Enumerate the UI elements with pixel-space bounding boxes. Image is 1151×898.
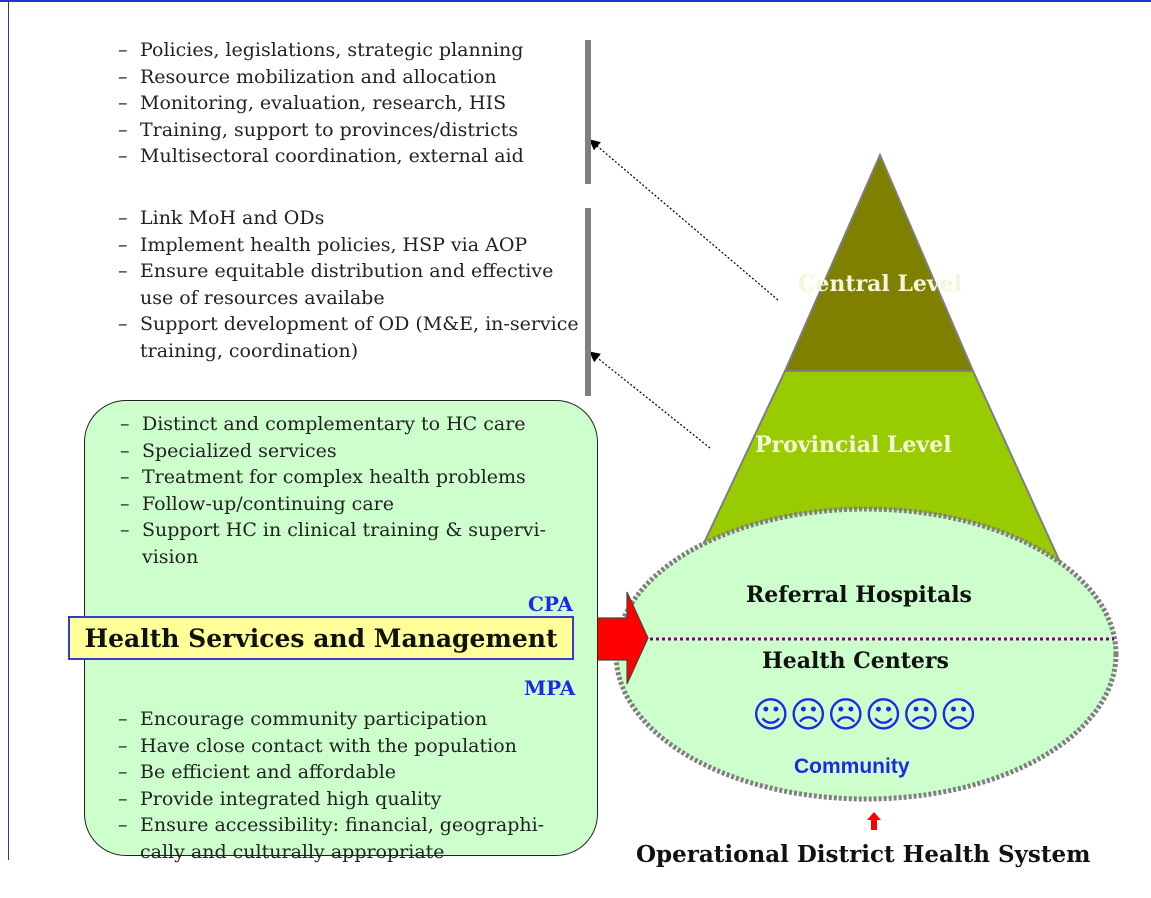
central-level-label: Central Level xyxy=(790,268,970,300)
list-item: Be efficient and affordable xyxy=(118,759,588,786)
provincial-pointer-arrow xyxy=(589,351,711,449)
referral-hospitals-label: Referral Hospitals xyxy=(746,582,972,608)
list-item: Have close contact with the population xyxy=(118,733,588,760)
list-item: Support HC in clinical training & superv… xyxy=(120,517,590,570)
provincial-functions-list: Link MoH and ODs Implement health polici… xyxy=(118,205,580,364)
health-centers-label: Health Centers xyxy=(762,648,949,674)
health-services-label: Health Services and Management xyxy=(68,616,574,660)
small-red-arrow xyxy=(867,812,881,830)
list-item: Ensure equitable distribution and effect… xyxy=(118,258,580,311)
list-item: Link MoH and ODs xyxy=(118,205,580,232)
list-item: Provide integrated high quality xyxy=(118,786,588,813)
list-item: Support development of OD (M&E, in-servi… xyxy=(118,311,580,364)
community-smiley-icons: ☺☹☹☺☹☹ xyxy=(752,695,978,736)
central-functions-list: Policies, legislations, strategic planni… xyxy=(118,37,578,170)
central-level-triangle xyxy=(783,152,975,372)
mpa-functions-list: Encourage community participation Have c… xyxy=(118,706,588,865)
list-item: Multisectoral coordination, external aid xyxy=(118,143,578,170)
provincial-functions-bar xyxy=(585,208,591,396)
list-item: Treatment for complex health problems xyxy=(120,464,590,491)
frame-top-border xyxy=(0,0,1151,2)
list-item: Resource mobilization and allocation xyxy=(118,64,578,91)
community-label: Community xyxy=(794,755,910,778)
central-functions-bar xyxy=(585,40,591,184)
list-item: Policies, legislations, strategic planni… xyxy=(118,37,578,64)
operational-district-label: Operational District Health System xyxy=(636,841,1091,868)
list-item: Specialized services xyxy=(120,438,590,465)
central-pointer-arrow xyxy=(589,139,779,301)
list-item: Implement health policies, HSP via AOP xyxy=(118,232,580,259)
central-level-text: Central Level xyxy=(797,271,963,297)
cpa-label: CPA xyxy=(528,592,574,616)
list-item: Follow-up/continuing care xyxy=(120,491,590,518)
list-item: Training, support to provinces/districts xyxy=(118,117,578,144)
provincial-level-label: Provincial Level xyxy=(755,432,952,458)
list-item: Distinct and complementary to HC care xyxy=(120,411,590,438)
frame-left-border xyxy=(8,0,9,860)
cpa-functions-list: Distinct and complementary to HC care Sp… xyxy=(120,411,590,570)
list-item: Monitoring, evaluation, research, HIS xyxy=(118,90,578,117)
list-item: Encourage community participation xyxy=(118,706,588,733)
list-item: Ensure accessibility: financial, geograp… xyxy=(118,812,588,865)
mpa-label: MPA xyxy=(524,676,576,700)
